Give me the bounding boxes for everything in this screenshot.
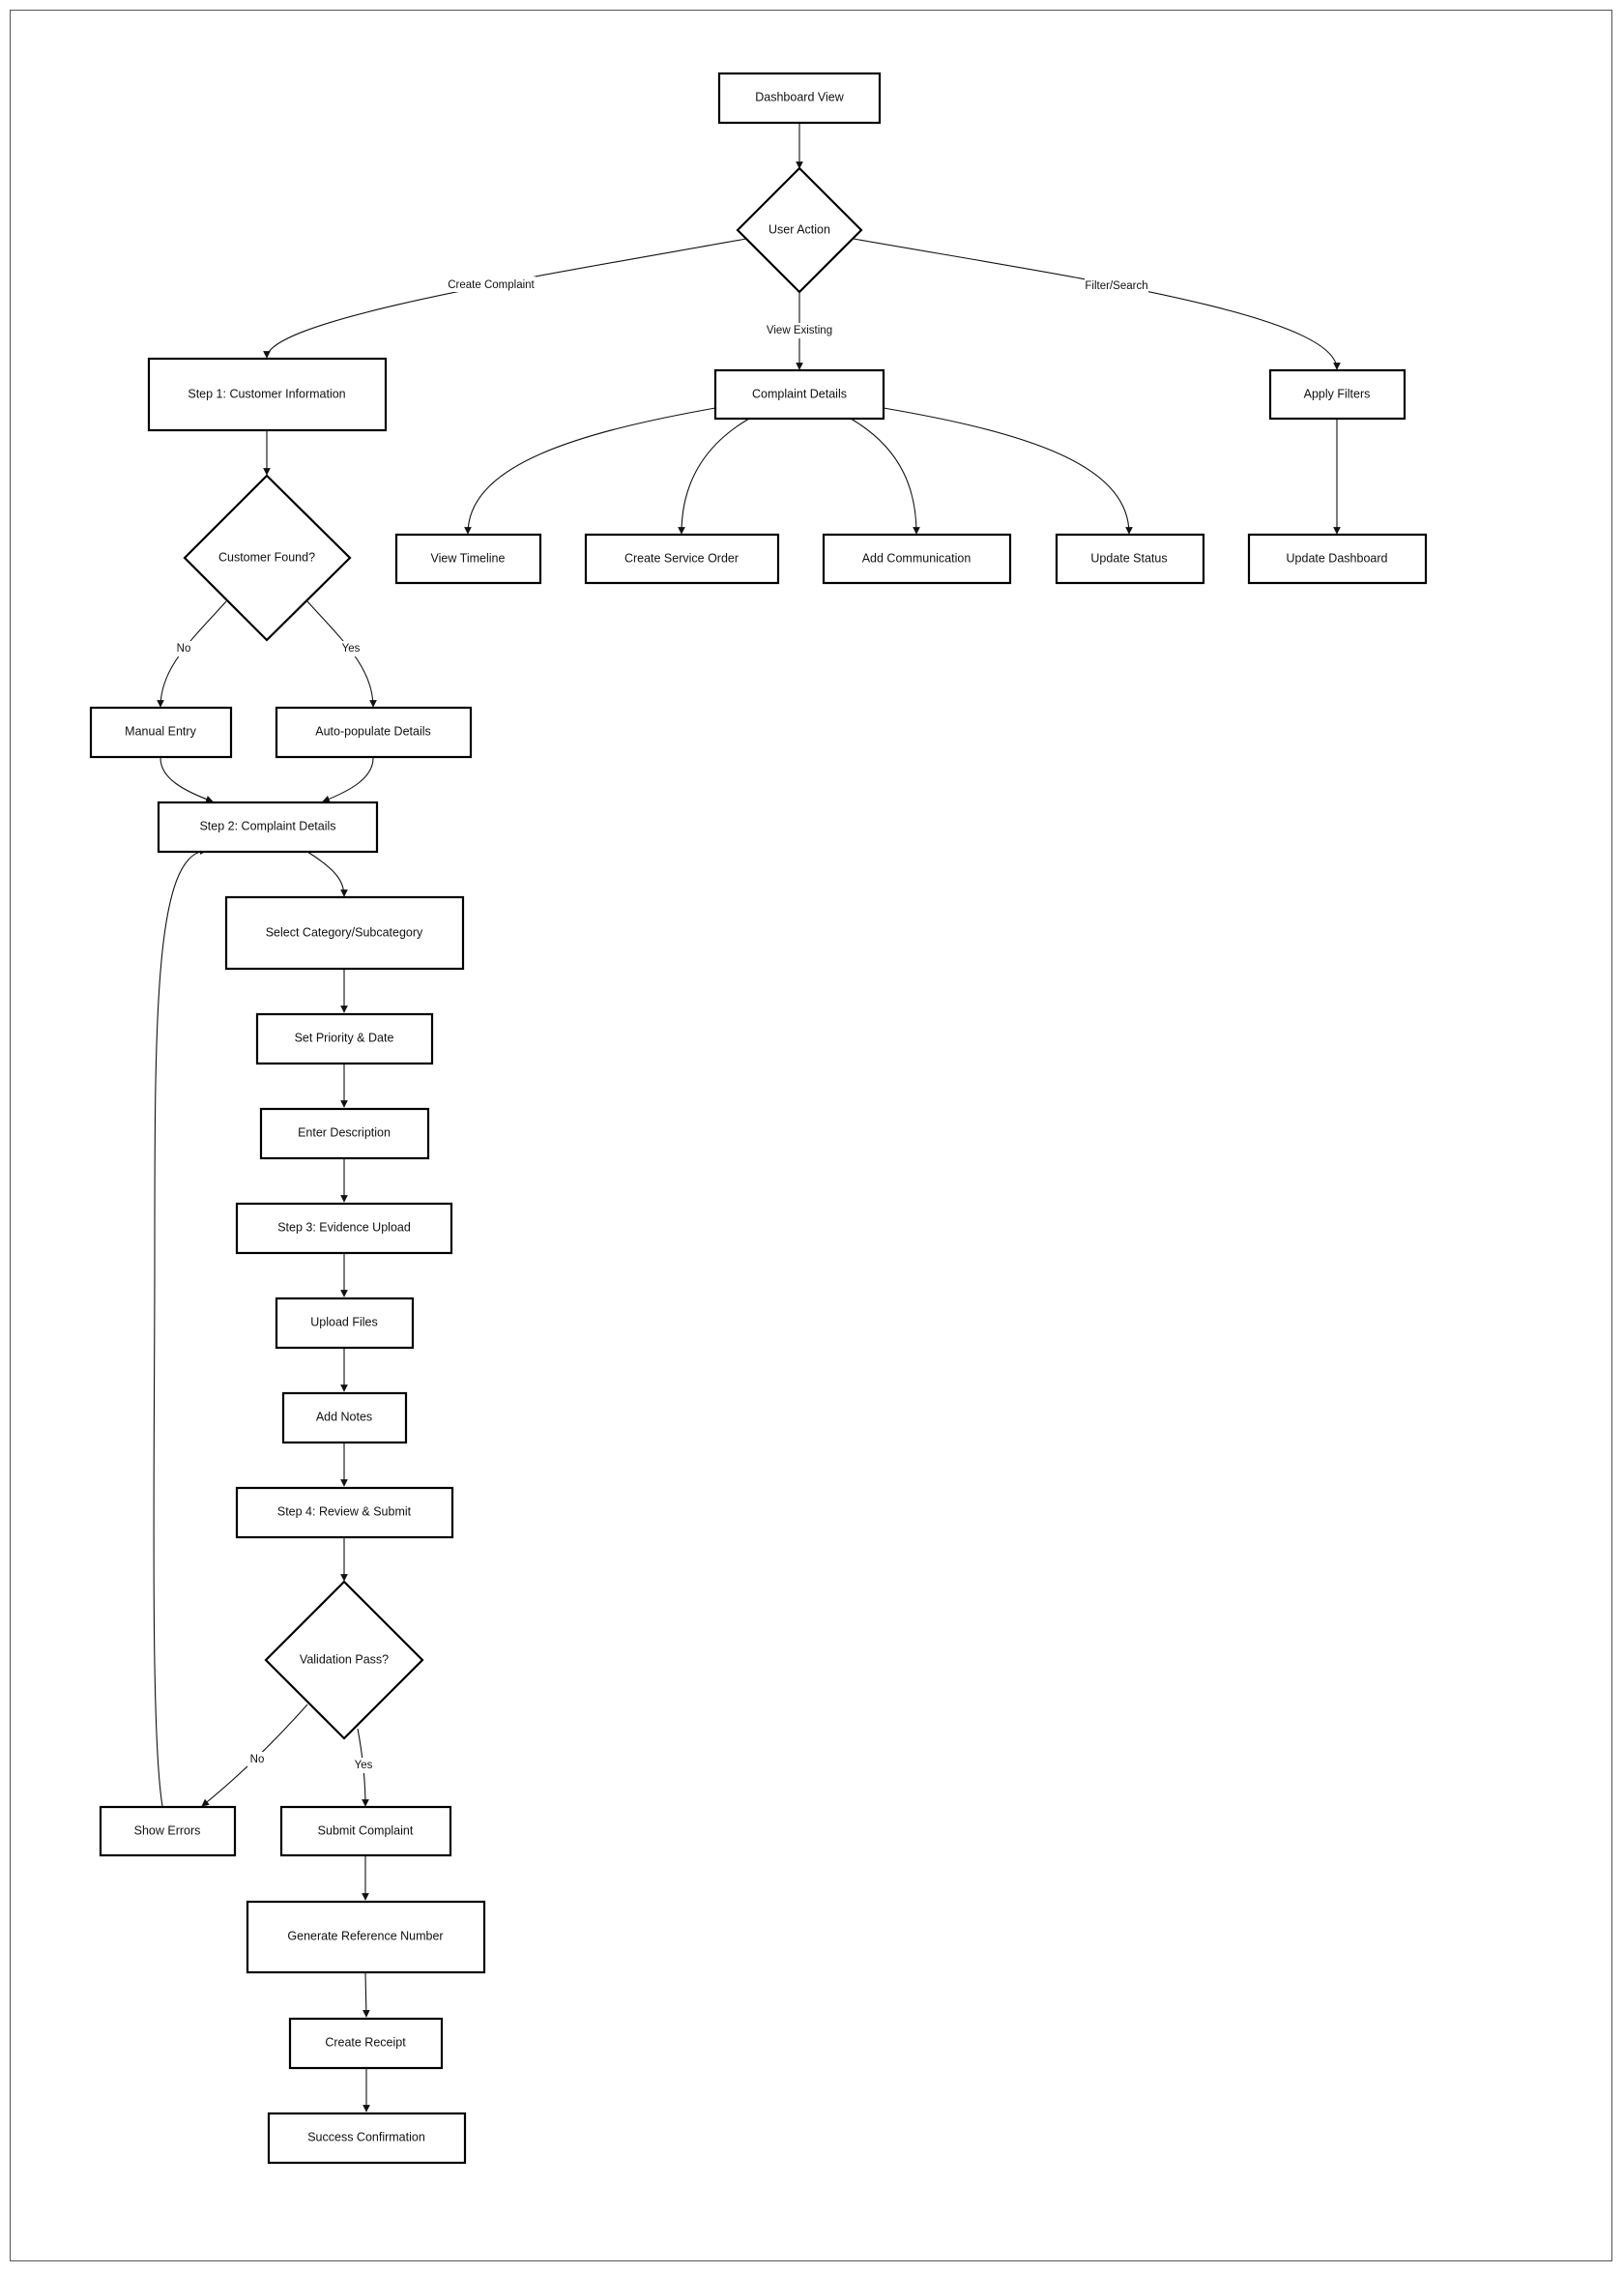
node-set-priority-date: Set Priority & Date	[255, 1012, 434, 1065]
svg-text:Select Category/Subcategory: Select Category/Subcategory	[266, 925, 423, 939]
node-update-status: Update Status	[1055, 533, 1205, 585]
diagram-frame	[10, 10, 1612, 2261]
svg-text:Generate Reference Number: Generate Reference Number	[287, 1929, 443, 1942]
edges	[153, 123, 1341, 2113]
edge-label-valid-yes: Yes	[351, 1758, 376, 1773]
edge-label-create-complaint: Create Complaint	[447, 277, 536, 292]
node-view-timeline: View Timeline	[394, 533, 542, 585]
edge-generate-reference-to-receipt	[362, 1971, 370, 2018]
edge-auto-populate-to-step2	[322, 757, 374, 803]
edge-label-view-existing: View Existing	[766, 323, 835, 338]
node-submit-complaint: Submit Complaint	[279, 1805, 452, 1857]
node-enter-description: Enter Description	[259, 1107, 430, 1160]
node-auto-populate-details: Auto-populate Details	[275, 706, 473, 759]
svg-text:No: No	[177, 643, 191, 655]
node-dashboard-view: Dashboard View	[717, 72, 882, 125]
svg-text:Step 3: Evidence Upload: Step 3: Evidence Upload	[277, 1220, 411, 1234]
svg-text:Complaint Details: Complaint Details	[752, 387, 847, 400]
svg-text:Customer Found?: Customer Found?	[218, 550, 315, 564]
edge-complaint-details-to-view-timeline	[464, 407, 716, 535]
svg-text:Yes: Yes	[342, 643, 361, 655]
node-customer-found: Customer Found?	[183, 474, 352, 642]
node-step2-complaint-details: Step 2: Complaint Details	[157, 801, 379, 854]
svg-text:Create Complaint: Create Complaint	[448, 279, 535, 291]
svg-text:Show Errors: Show Errors	[134, 1823, 201, 1837]
svg-text:View Existing: View Existing	[767, 325, 832, 336]
node-update-dashboard: Update Dashboard	[1247, 533, 1428, 585]
svg-text:Update Status: Update Status	[1090, 551, 1167, 565]
svg-text:Yes: Yes	[355, 1760, 373, 1771]
edge-show-errors-to-step2	[153, 847, 208, 1807]
edge-user-action-to-step1	[263, 238, 747, 359]
svg-text:User Action: User Action	[768, 222, 830, 236]
node-generate-reference-number: Generate Reference Number	[246, 1900, 486, 1974]
svg-text:Manual Entry: Manual Entry	[125, 724, 196, 738]
edge-complaint-details-to-communication	[850, 418, 920, 535]
svg-text:Add Communication: Add Communication	[862, 551, 972, 565]
svg-text:Enter Description: Enter Description	[298, 1125, 391, 1139]
node-success-confirmation: Success Confirmation	[267, 2112, 467, 2165]
node-user-action: User Action	[736, 166, 863, 294]
svg-text:Step 4: Review & Submit: Step 4: Review & Submit	[277, 1504, 412, 1518]
node-add-notes: Add Notes	[281, 1391, 408, 1444]
edge-label-valid-no: No	[247, 1752, 267, 1767]
svg-text:Create Service Order: Create Service Order	[624, 551, 739, 565]
svg-text:Update Dashboard: Update Dashboard	[1287, 551, 1388, 565]
node-complaint-details: Complaint Details	[713, 368, 885, 421]
svg-text:Success Confirmation: Success Confirmation	[307, 2130, 425, 2143]
node-show-errors: Show Errors	[99, 1805, 237, 1857]
node-create-receipt: Create Receipt	[288, 2017, 444, 2070]
edge-complaint-details-to-update-status	[883, 407, 1133, 535]
svg-text:Auto-populate Details: Auto-populate Details	[315, 724, 431, 738]
node-upload-files: Upload Files	[275, 1297, 415, 1350]
nodes: Dashboard View User Action Step 1: Custo…	[89, 72, 1428, 2165]
svg-text:Apply Filters: Apply Filters	[1304, 387, 1371, 400]
edge-complaint-details-to-service-order	[678, 418, 750, 535]
svg-text:Submit Complaint: Submit Complaint	[318, 1823, 414, 1837]
svg-text:No: No	[250, 1754, 265, 1765]
node-manual-entry: Manual Entry	[89, 706, 233, 759]
node-apply-filters: Apply Filters	[1268, 368, 1406, 421]
edge-user-action-to-apply-filters	[853, 238, 1341, 370]
node-step1-customer-information: Step 1: Customer Information	[147, 357, 388, 432]
svg-text:Set Priority & Date: Set Priority & Date	[295, 1031, 394, 1044]
svg-text:Dashboard View: Dashboard View	[755, 90, 844, 103]
svg-text:Create Receipt: Create Receipt	[325, 2035, 406, 2049]
node-add-communication: Add Communication	[822, 533, 1012, 585]
node-step4-review-submit: Step 4: Review & Submit	[235, 1486, 454, 1539]
node-validation-pass: Validation Pass?	[264, 1580, 424, 1740]
edge-label-found-no: No	[174, 641, 193, 656]
node-select-category: Select Category/Subcategory	[224, 895, 465, 971]
svg-text:Step 2: Complaint Details: Step 2: Complaint Details	[199, 819, 335, 832]
edge-label-found-yes: Yes	[338, 641, 363, 656]
svg-text:View Timeline: View Timeline	[431, 551, 506, 565]
edge-label-filter-search: Filter/Search	[1085, 278, 1148, 294]
edge-labels: Create Complaint View Existing Filter/Se…	[174, 277, 1148, 1773]
edge-step2-to-select-category	[306, 851, 348, 897]
svg-text:Upload Files: Upload Files	[310, 1315, 377, 1328]
svg-text:Filter/Search: Filter/Search	[1085, 280, 1147, 292]
svg-text:Validation Pass?: Validation Pass?	[300, 1652, 389, 1666]
node-create-service-order: Create Service Order	[584, 533, 780, 585]
edge-manual-entry-to-step2	[160, 757, 214, 803]
svg-text:Add Notes: Add Notes	[316, 1410, 372, 1423]
node-step3-evidence-upload: Step 3: Evidence Upload	[235, 1202, 453, 1255]
svg-text:Step 1: Customer Information: Step 1: Customer Information	[188, 387, 345, 400]
